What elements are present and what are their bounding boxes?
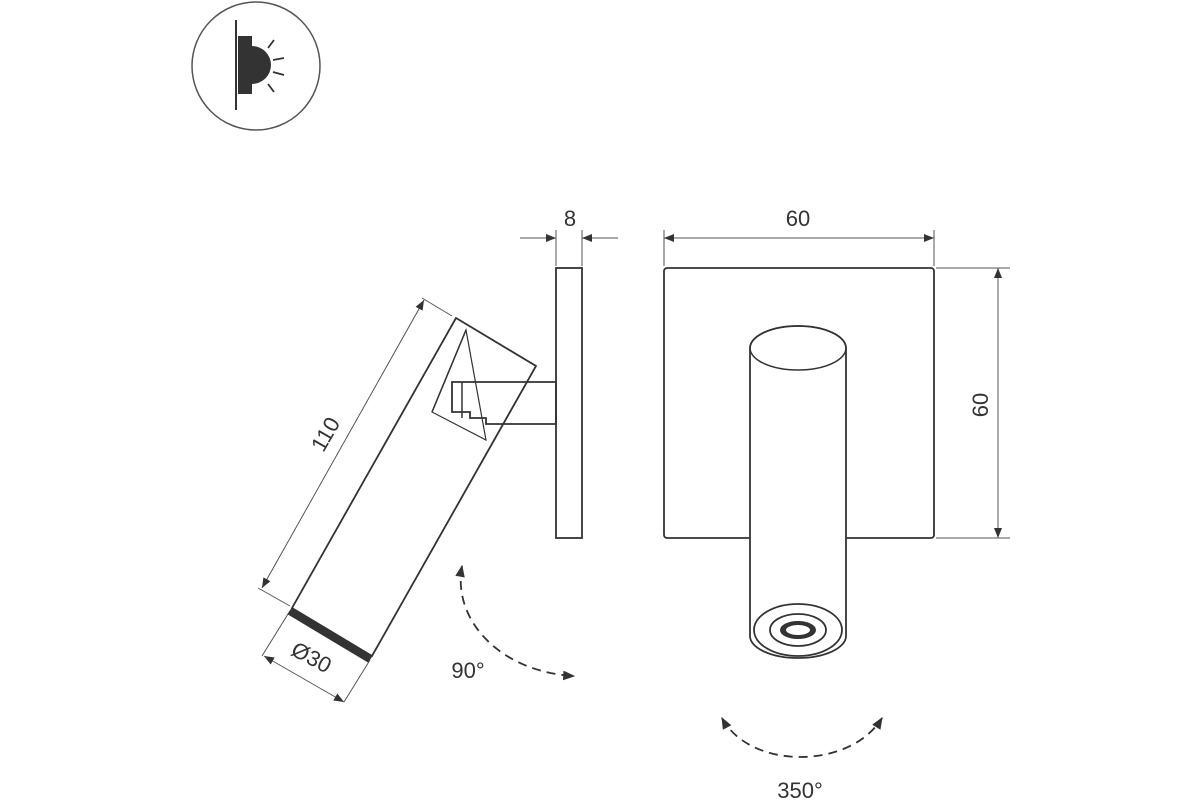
depth-label: 8 [564, 206, 576, 231]
front-view [663, 267, 935, 659]
height-label: 60 [968, 393, 993, 417]
dimension-depth: 8 [520, 206, 618, 266]
dimension-width: 60 [663, 206, 935, 266]
wall-light-beam-icon [191, 1, 321, 131]
lamp-body-front [749, 325, 847, 659]
dimension-height: 60 [936, 267, 1010, 539]
tilt-arrow [455, 564, 576, 681]
width-label: 60 [786, 206, 810, 231]
lamp-body-tilted [290, 316, 538, 658]
diameter-label: Ø30 [287, 637, 335, 679]
swivel-rotation: 350° [721, 716, 883, 800]
swivel-label: 350° [777, 778, 823, 800]
dimension-length: 110 [257, 297, 453, 607]
tilt-rotation: 90° [451, 564, 576, 683]
wall-plate-side [555, 267, 583, 539]
swivel-arrow [721, 716, 883, 758]
tilt-label: 90° [451, 658, 484, 683]
side-view [287, 267, 583, 663]
pivot-arm [451, 381, 557, 425]
length-label: 110 [306, 413, 345, 456]
